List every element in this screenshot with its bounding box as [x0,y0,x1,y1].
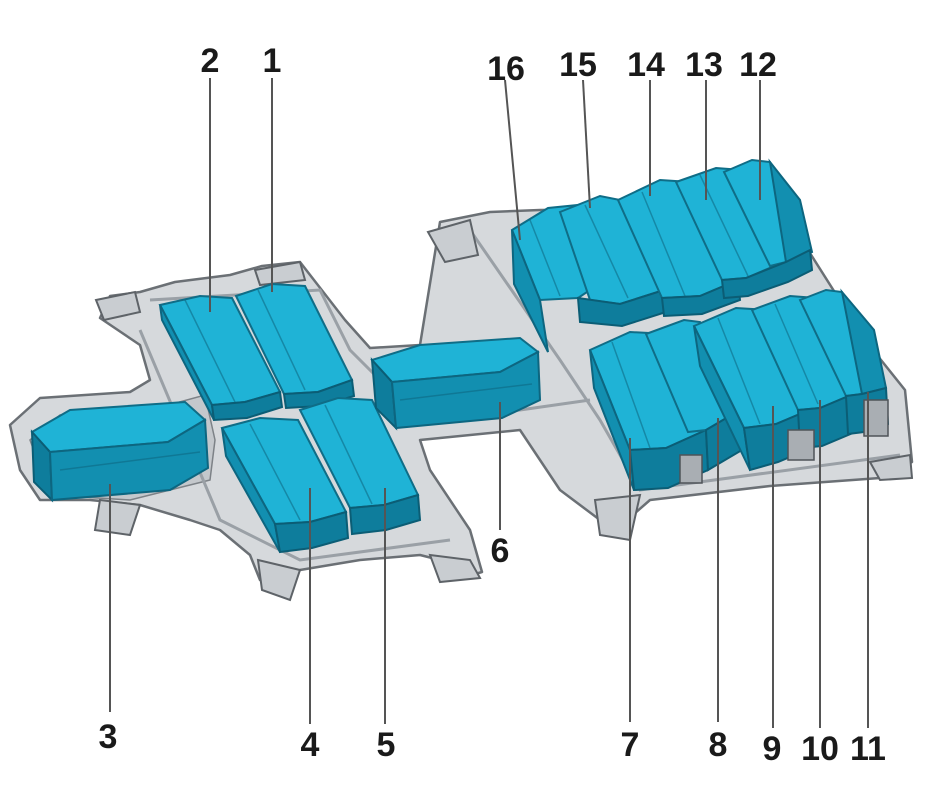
mount-bracket [593,493,642,542]
callout-7: 7 [621,726,640,764]
callout-8: 8 [709,726,728,764]
mount-bracket [253,260,307,287]
module-4 [220,416,350,554]
callout-9: 9 [763,730,782,768]
callout-13: 13 [685,46,723,84]
callout-15: 15 [559,46,597,84]
leader-lines [109,78,869,728]
module-2 [158,294,284,422]
callout-4: 4 [301,726,320,764]
callout-1: 1 [263,42,282,80]
battery-modules [30,158,890,554]
mount-bracket [868,453,914,482]
callout-3: 3 [99,718,118,756]
module-3 [30,400,210,503]
module-12 [720,158,814,300]
mount-bracket [256,558,302,602]
leader-line-15 [582,79,591,209]
connector-block [679,454,703,484]
callout-2: 2 [201,42,220,80]
callout-labels: 1 2 3 4 5 6 7 8 9 10 11 12 13 14 15 16 [99,42,886,768]
callout-11: 11 [850,730,886,768]
mount-bracket [93,498,142,537]
mount-bracket [428,553,482,584]
callout-14: 14 [627,46,665,84]
mount-bracket [94,290,142,322]
mount-bracket [426,218,480,264]
callout-12: 12 [739,46,777,84]
callout-16: 16 [487,50,525,88]
module-6 [370,336,542,431]
leader-line-16 [504,79,521,241]
callout-5: 5 [377,726,396,764]
module-14 [616,178,742,318]
callout-10: 10 [801,730,839,768]
callout-6: 6 [491,532,510,570]
connector-block [787,429,815,461]
